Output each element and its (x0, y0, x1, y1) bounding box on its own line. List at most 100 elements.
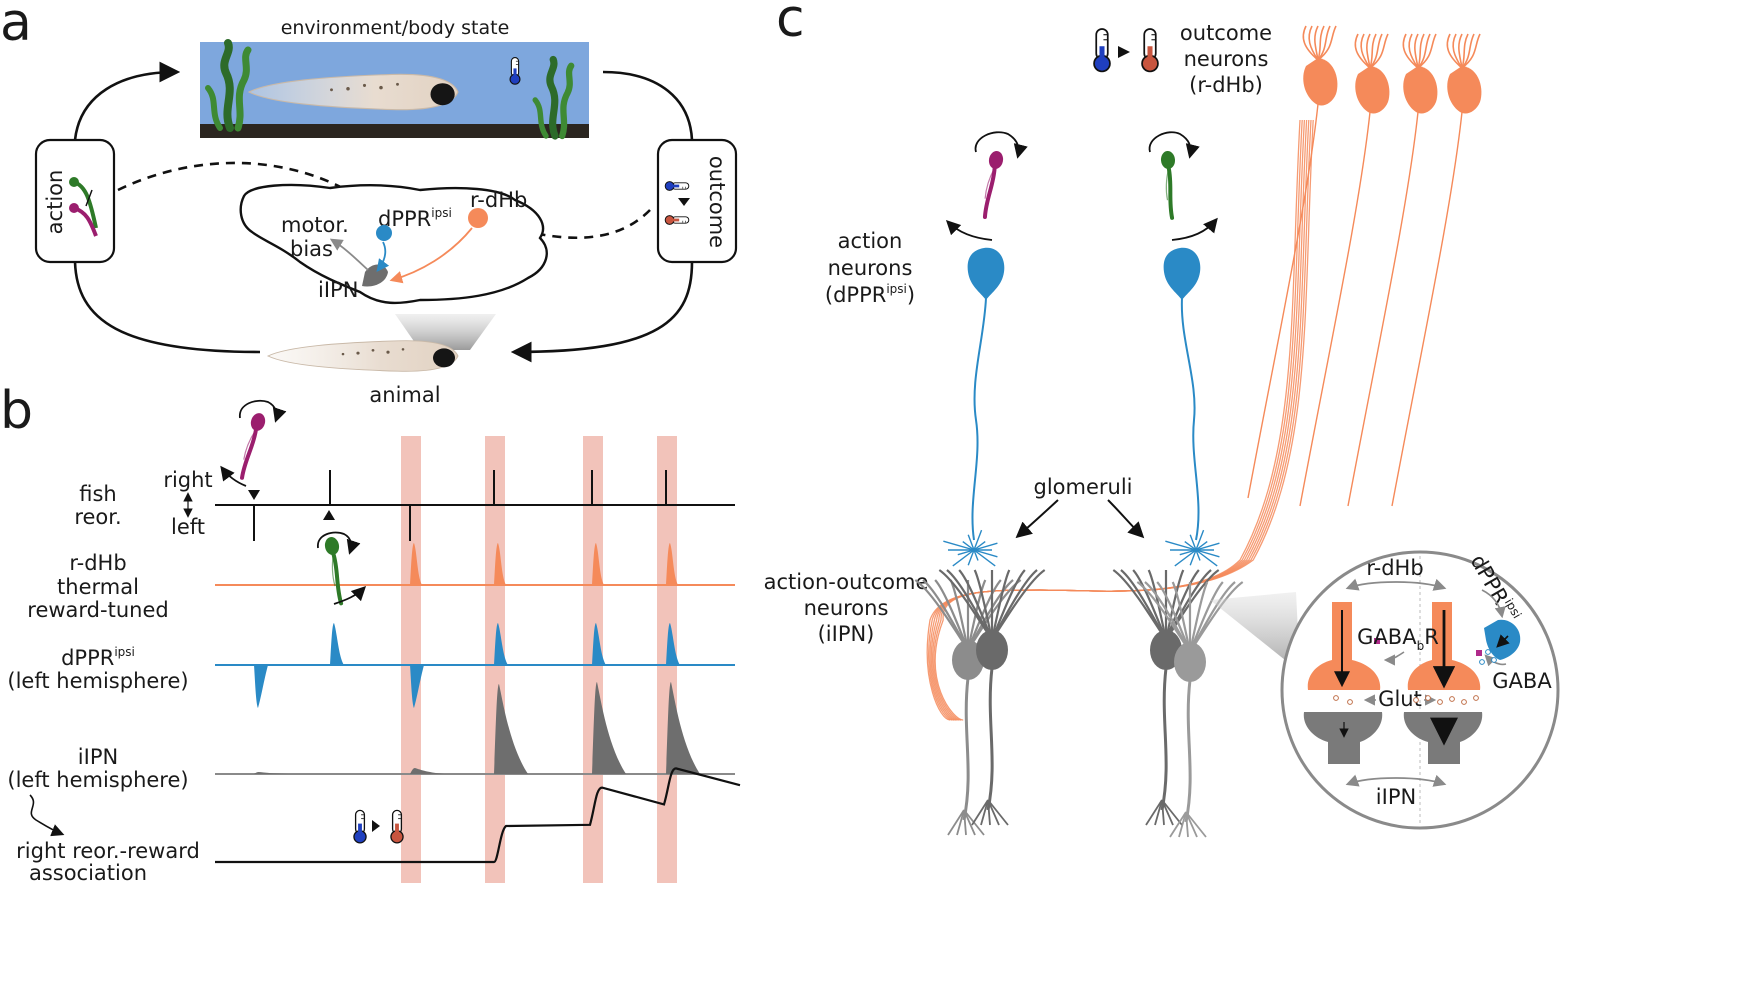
turn-arrow-icon (1171, 217, 1218, 241)
glomeruli-label: glomeruli (1033, 475, 1132, 499)
glomerulus-branch (962, 540, 975, 551)
rdhb-peak (666, 543, 678, 585)
rdhb-to-iipn-arrow (389, 227, 473, 284)
glomerulus-branch (1179, 549, 1197, 556)
rdhb-trace-label-1: r-dHb (69, 551, 126, 575)
dppr-peak (494, 623, 508, 665)
thermometer-icon (664, 181, 690, 191)
outcome-axon (934, 119, 1314, 721)
iipn-soma (1150, 630, 1182, 670)
vesicle (1437, 699, 1443, 705)
gabab-r-label: GABAbR (1357, 625, 1439, 653)
vesicle (1491, 657, 1497, 663)
glomerulus-branch (943, 540, 975, 551)
outcome-dendrite (1369, 33, 1383, 69)
outcome-dendrite (1461, 33, 1475, 69)
glomerulus-branch (973, 529, 983, 551)
glomerulus-branch (973, 549, 998, 558)
outcome-neurons (1247, 25, 1482, 507)
loop-line-animal-action (73, 261, 261, 354)
outcome-label: outcome (705, 156, 729, 248)
glomerulus-branch (973, 540, 986, 551)
outcome-axon (1347, 111, 1419, 507)
fish-reor-label-1: fish (79, 482, 116, 506)
thermometer-icon (1093, 28, 1111, 73)
outcome-dendrite (1369, 33, 1377, 69)
rdhb-label: r-dHb (470, 188, 527, 212)
iipn-axon (962, 677, 970, 821)
thermometer-icon (390, 809, 404, 844)
larva-magenta-icon (234, 409, 270, 482)
iipn-to-motor-arrow (329, 238, 369, 271)
iipn-terminal (1145, 799, 1163, 826)
larva-magenta-icon (977, 147, 1007, 221)
squiggle-arrow (29, 794, 65, 837)
iipn-terminal (947, 809, 965, 836)
fish-icon (267, 340, 459, 372)
outcome-axon (1391, 111, 1463, 507)
iipn-label: iIPN (318, 278, 358, 302)
dppr-to-iipn-arrow (376, 241, 390, 273)
outcome-dendrite (1414, 33, 1419, 69)
iipn-terminal (987, 799, 1009, 826)
rdhb-peak (410, 543, 422, 585)
outcome-dendrite (1302, 25, 1319, 61)
outcome-dendrite (1461, 33, 1481, 69)
glomerulus-branch (973, 549, 979, 561)
panel-c: c outcome neurons (r-dHb) action neurons… (764, 0, 1560, 838)
iipn-peak (666, 682, 700, 774)
gabab-receptor (1476, 650, 1482, 656)
vesicle (1485, 649, 1491, 655)
action-label: action (43, 170, 67, 235)
glomerulus-branch (1195, 549, 1220, 558)
outcome-dendrite (1402, 33, 1419, 69)
panel-a-letter: a (0, 0, 32, 53)
glomerulus-branch (1189, 534, 1197, 551)
glomerulus-branch (1195, 542, 1220, 551)
iipn-terminal (1161, 799, 1174, 826)
panel-b: b fish reor. right left r-dHb thermal re… (0, 381, 741, 885)
outcome-dendrite (1308, 25, 1319, 61)
glomerulus-branch (1174, 549, 1197, 567)
glomerulus-branch (1195, 549, 1201, 561)
ao-neurons-label-2: neurons (804, 596, 889, 620)
outcome-neuron (1347, 33, 1438, 507)
panel-c-letter: c (776, 0, 805, 49)
action-neuron-left (967, 247, 1005, 541)
iipn-terminal (971, 799, 989, 826)
iipn-neuron (1136, 581, 1244, 838)
rdhb-peak (592, 543, 604, 585)
iipn-axon (1160, 667, 1168, 811)
outcome-dendrite (1458, 33, 1463, 69)
outcome-axon (1247, 103, 1319, 499)
association-label-2: association (29, 861, 147, 885)
glomerulus-branch (1184, 540, 1197, 551)
iipn-terminal (1161, 799, 1165, 826)
inset-iipn-arrow (1345, 774, 1447, 787)
iipn-peak (592, 682, 626, 774)
fish-reor-label-2: reor. (74, 505, 121, 529)
rotation-arrow-icon (974, 131, 1028, 159)
iipn-dendrite (991, 569, 1046, 641)
iipn-terminal (963, 809, 967, 836)
glomerulus-branch (1195, 549, 1218, 567)
reor-ticks (253, 470, 667, 541)
gaba-label: GABA (1492, 669, 1552, 693)
glomeruli-arrow-right (1107, 499, 1145, 539)
vesicle (1479, 659, 1485, 665)
turn-arrow-icon (945, 219, 993, 241)
dashed-arrow-action-dppr (117, 161, 394, 223)
outcome-dendrite (1366, 33, 1371, 69)
glomerulus-branch (1195, 540, 1208, 551)
outcome-dendrite (1317, 25, 1325, 61)
outcome-dendrite (1369, 33, 1389, 69)
larva-green-icon (321, 533, 351, 607)
right-label: right (163, 468, 212, 492)
vesicle (1473, 695, 1479, 701)
outcome-neurons-label-3: (r-dHb) (1189, 73, 1263, 97)
inset-rdhb-label: r-dHb (1366, 556, 1423, 580)
dppr-trace-label-2: (left hemisphere) (7, 669, 188, 693)
thermometer-icon (664, 215, 690, 225)
loop-arrow-outcome-animal (510, 261, 694, 363)
